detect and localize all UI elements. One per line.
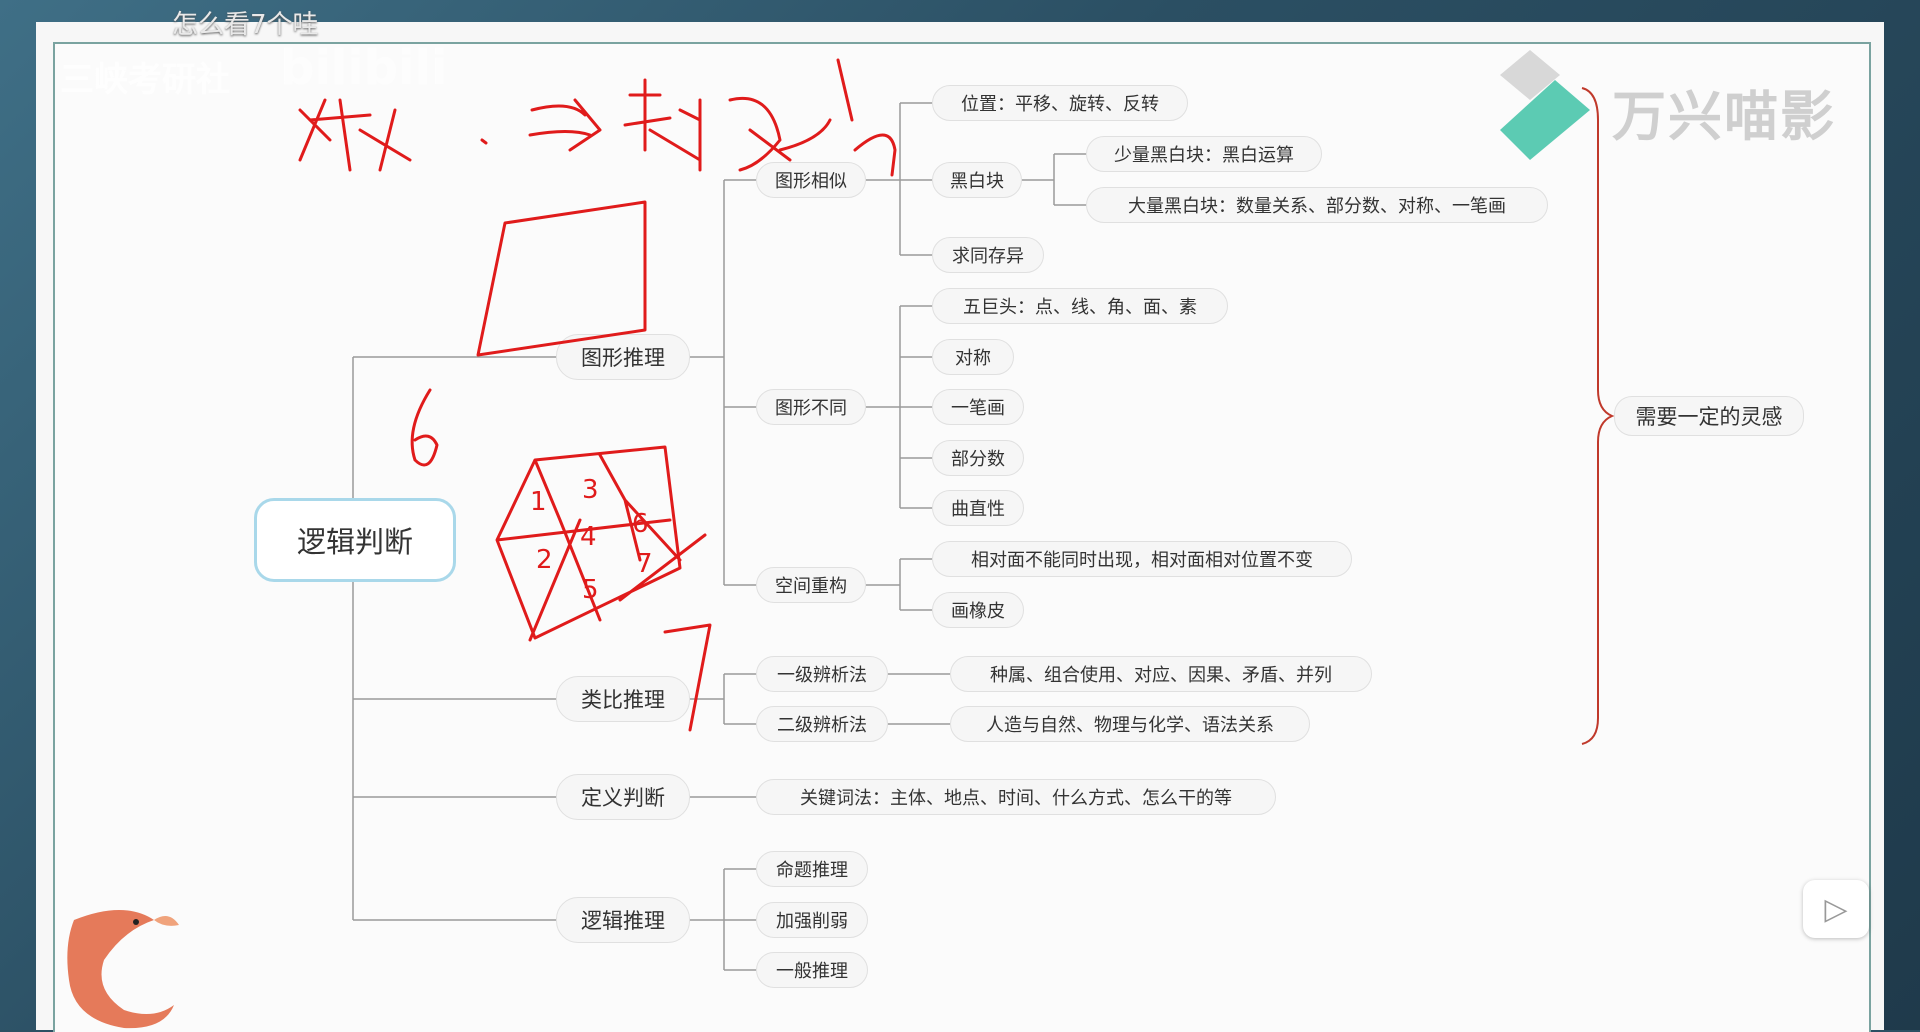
node-keyword-method[interactable]: 关键词法：主体、地点、时间、什么方式、怎么干的等 [756,779,1276,815]
node-first-level-detail[interactable]: 种属、组合使用、对应、因果、矛盾、并列 [950,656,1372,692]
video-title: 怎么看7个哇 [172,10,319,40]
node-seek-common[interactable]: 求同存异 [932,237,1044,273]
handwriting-feng [623,78,702,172]
node-symmetry[interactable]: 对称 [932,339,1014,375]
cube-label-7: 7 [636,549,653,579]
node-eraser[interactable]: 画橡皮 [932,592,1024,628]
curly-bracket [1581,87,1615,745]
watermark-logo-icon [1500,50,1590,160]
node-graphic-reasoning[interactable]: 图形推理 [556,334,690,380]
node-curve-straight[interactable]: 曲直性 [932,490,1024,526]
node-general-reasoning[interactable]: 一般推理 [756,952,868,988]
cube-label-3: 3 [582,475,599,505]
cube-label-4: 4 [580,522,597,552]
node-second-level-method[interactable]: 二级辨析法 [756,706,888,742]
root-node[interactable]: 逻辑判断 [254,498,456,582]
handwriting-shu [298,98,412,172]
node-definition-judgment[interactable]: 定义判断 [556,774,690,820]
node-opposite-faces[interactable]: 相对面不能同时出现，相对面相对位置不变 [932,541,1352,577]
node-second-level-detail[interactable]: 人造与自然、物理与化学、语法关系 [950,706,1310,742]
node-graphic-similar[interactable]: 图形相似 [756,162,866,198]
cube-label-6: 6 [632,509,649,539]
node-bw-small[interactable]: 少量黑白块：黑白运算 [1086,136,1322,172]
play-button[interactable]: ▷ [1803,880,1869,938]
node-strengthen-weaken[interactable]: 加强削弱 [756,902,868,938]
cube-label-5: 5 [582,575,599,605]
node-graphic-different[interactable]: 图形不同 [756,389,866,425]
handwriting-cube [495,445,707,642]
watermark-text: 万兴喵影 [1612,85,1836,148]
node-analogy-reasoning[interactable]: 类比推理 [556,676,690,722]
koi-fish-sticker [67,910,179,1029]
handwriting-bi [728,58,897,177]
handwriting-arrow [528,98,602,152]
node-part-count[interactable]: 部分数 [932,440,1024,476]
handwriting-square [476,200,647,357]
node-one-stroke[interactable]: 一笔画 [932,389,1024,425]
handwriting-dot [480,138,488,145]
handwriting-seven-stroke [663,623,712,732]
node-bw-large[interactable]: 大量黑白块：数量关系、部分数、对称、一笔画 [1086,187,1548,223]
bilibili-logo: bilibili [280,40,448,96]
node-proposition-reasoning[interactable]: 命题推理 [756,851,868,887]
node-space-reconstruction[interactable]: 空间重构 [756,567,866,603]
node-black-white-block[interactable]: 黑白块 [932,162,1022,198]
node-need-inspiration[interactable]: 需要一定的灵感 [1614,396,1804,436]
node-first-level-method[interactable]: 一级辨析法 [756,656,888,692]
cube-label-2: 2 [536,545,553,575]
play-icon: ▷ [1824,891,1848,927]
handwriting-six-stroke [410,388,439,467]
node-logical-reasoning[interactable]: 逻辑推理 [556,897,690,943]
node-five-elements[interactable]: 五巨头：点、线、角、面、素 [932,288,1228,324]
channel-watermark: 三峡考研社 [60,60,230,100]
cube-label-1: 1 [530,487,547,517]
node-position[interactable]: 位置：平移、旋转、反转 [932,85,1188,121]
